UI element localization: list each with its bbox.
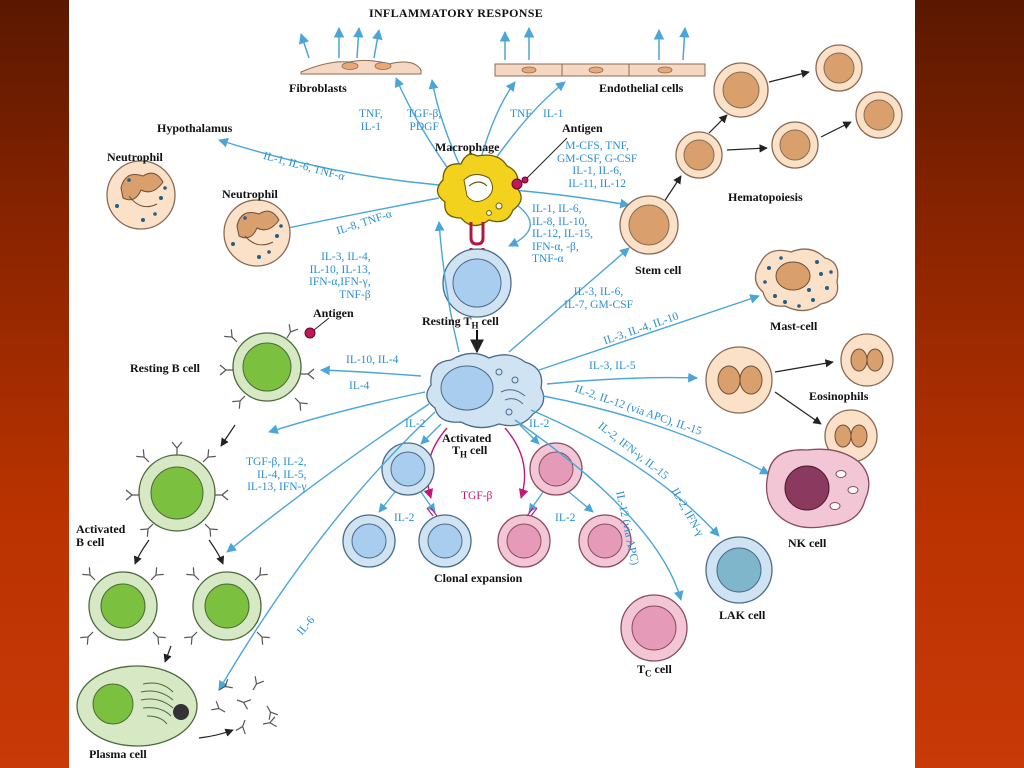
label-macrophage: Macrophage (435, 140, 500, 154)
diagram-panel: INFLAMMATORY RESPONSE Fibroblasts Endoth… (69, 0, 915, 768)
stem-cell-graphic (619, 195, 679, 255)
label-antigen-macrophage: Antigen (562, 121, 603, 135)
label-neutrophil-1: Neutrophil (107, 150, 163, 164)
cytokine-macrophage-feedback: IL-1, IL-6,IL-8, IL-10,IL-12, IL-15,IFN-… (532, 203, 593, 265)
b-division-arrows (133, 539, 225, 565)
plasma-cell-graphic (76, 665, 198, 747)
cytokine-il2-left: IL-2 (405, 418, 426, 430)
label-tc-cell: TC cell (637, 662, 672, 679)
label-lak-cell: LAK cell (719, 608, 766, 622)
diagram-title: INFLAMMATORY RESPONSE (369, 6, 544, 20)
plasma-arrow (163, 645, 172, 663)
cytokine-il4: IL-4 (349, 380, 370, 392)
label-plasma-cell: Plasma cell (89, 747, 147, 761)
label-fibroblasts: Fibroblasts (289, 81, 347, 95)
label-stem-cell: Stem cell (635, 263, 682, 277)
antigen-pointer (526, 137, 568, 179)
tc-cell-graphic (620, 594, 688, 662)
fibroblasts-graphic (300, 59, 422, 75)
tcr-mhc-icon (469, 222, 485, 252)
label-nk-cell: NK cell (788, 536, 827, 550)
label-hypothalamus: Hypothalamus (157, 121, 233, 135)
inflammatory-arrows (299, 26, 690, 61)
macrophage-graphic (436, 153, 529, 227)
resting-b-graphic (219, 317, 330, 412)
cytokine-tnf: TNF (510, 108, 532, 120)
cytokine-il1: IL-1 (543, 108, 564, 120)
label-neutrophil-2: Neutrophil (222, 187, 278, 201)
eosinophils-graphic (705, 333, 894, 463)
cytokine-il2-clone-right: IL-2 (555, 512, 576, 524)
cytokine-tnf-il1: TNF,IL-1 (359, 108, 383, 133)
label-eosinophils: Eosinophils (809, 389, 869, 403)
activated-b-graphic (125, 441, 229, 538)
mast-cell-graphic (754, 248, 839, 312)
neutrophil-2-graphic (223, 199, 291, 267)
clonal-expansion-graphic (342, 423, 632, 568)
cytokine-il2-clone-left: IL-2 (394, 512, 415, 524)
immune-network-diagram (76, 26, 903, 747)
cytokine-tgfb-pdgf: TGF-β,PDGF (407, 108, 442, 133)
cytokine-th-to-macrophage: IL-3, IL-4,IL-10, IL-13,IFN-α,IFN-γ,TNF-… (309, 251, 371, 301)
neutrophil-1-graphic (106, 160, 176, 230)
cytokine-eosinophils: IL-3, IL-5 (589, 360, 636, 372)
activated-th-graphic (426, 352, 545, 429)
cytokine-resting-b: IL-10, IL-4 (346, 354, 399, 366)
label-resting-th: Resting TH cell (422, 314, 499, 331)
hemato-cell (713, 62, 769, 118)
label-antigen-bcell: Antigen (313, 306, 354, 320)
b-activation-arrow (220, 424, 236, 447)
nk-cell-graphic (765, 448, 870, 529)
label-hematopoiesis: Hematopoiesis (728, 190, 803, 204)
label-mast-cell: Mast-cell (770, 319, 818, 333)
label-endothelial: Endothelial cells (599, 81, 684, 95)
cytokine-th-to-stem: IL-3, IL-6,IL-7, GM-CSF (564, 286, 634, 311)
label-clonal-expansion: Clonal expansion (434, 571, 523, 585)
th-arrows (218, 221, 770, 691)
resting-th-graphic (442, 248, 512, 318)
b-daughter-cells (79, 566, 271, 646)
label-resting-b: Resting B cell (130, 361, 200, 375)
secretion-arrow (198, 728, 234, 739)
cytokine-il2-right: IL-2 (529, 418, 550, 430)
endothelial-graphic (494, 63, 706, 77)
hematopoiesis-graphic (619, 44, 903, 255)
cytokine-tgfb: TGF-β (461, 490, 493, 502)
lak-cell-graphic (705, 536, 773, 604)
cytokine-activated-b: TGF-β, IL-2,IL-4, IL-5,IL-13, IFN-γ (246, 456, 307, 493)
